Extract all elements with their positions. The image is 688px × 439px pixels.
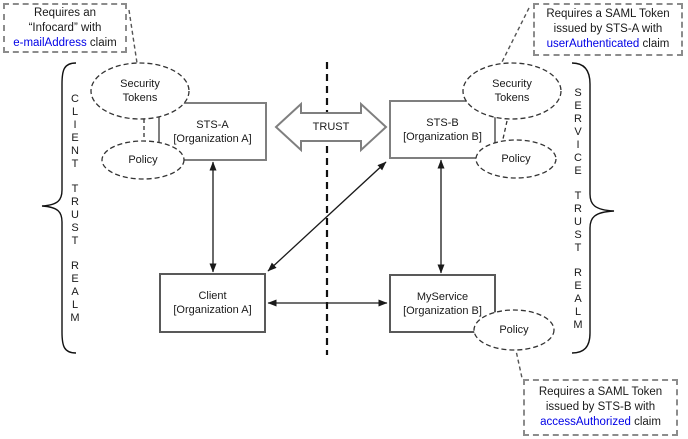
connector-tokens-policy-right [502, 120, 508, 140]
service-realm-brace [571, 62, 615, 354]
client-box [159, 273, 266, 333]
security-tokens-right-label: Security Tokens [492, 78, 532, 104]
claim-e-mailaddress: e-mailAddress [13, 36, 87, 49]
callout-infocard-line1: Requires an [33, 6, 96, 19]
myservice-org: [Organization B] [403, 304, 482, 317]
callout-saml-a-line2: issued by STS-A with [553, 23, 663, 35]
sts-a-name: STS-A [196, 118, 229, 131]
callout-tail-saml-a [501, 7, 530, 63]
claim-userauthenticated: userAuthenticated [546, 38, 640, 50]
callout-saml-b-suffix: claim [630, 416, 661, 428]
callout-saml-b-line3: accessAuthorized claim [525, 415, 676, 430]
myservice-label: MyService [Organization B] [390, 275, 495, 332]
callout-infocard: Requires an “Infocard” with e-mailAddres… [3, 3, 127, 53]
policy-sts-b-ellipse [475, 139, 557, 179]
callout-saml-b-line2: issued by STS-B with [545, 401, 656, 413]
policy-myservice-ellipse [473, 309, 555, 351]
myservice-name: MyService [416, 290, 469, 303]
client-realm-brace [41, 62, 77, 354]
trust-double-arrow [274, 101, 388, 153]
policy-sts-a-label: Policy [128, 154, 158, 166]
security-tokens-left-label: Security Tokens [120, 78, 160, 104]
callout-infocard-suffix: claim [86, 36, 117, 49]
sts-b-name: STS-B [426, 116, 459, 129]
client-org: [Organization A] [173, 304, 252, 316]
policy-myservice-label: Policy [499, 324, 529, 336]
arrow-client-stsb [267, 161, 387, 272]
security-tokens-right-ellipse [462, 62, 562, 120]
security-tokens-left-ellipse [90, 62, 190, 120]
callout-saml-a-suffix: claim [639, 38, 670, 50]
callout-saml-a-line3: userAuthenticated claim [535, 37, 681, 52]
sts-b-org: [Organization B] [403, 130, 482, 143]
trust-label: TRUST [312, 121, 350, 133]
sts-a-org: [Organization A] [173, 132, 252, 145]
claim-accessauthorized: accessAuthorized [540, 416, 631, 428]
callout-saml-a-line1: Requires a SAML Token [546, 8, 670, 20]
sts-b-label: STS-B [Organization B] [390, 101, 495, 158]
policy-sts-a-ellipse [101, 140, 185, 180]
callout-tail-saml-b [514, 345, 523, 379]
client-name: Client [198, 290, 227, 302]
callout-saml-b-line1: Requires a SAML Token [538, 386, 663, 398]
callout-tail-infocard [128, 9, 138, 64]
callout-infocard-line3: e-mailAddress claim [5, 36, 125, 51]
callout-saml-b: Requires a SAML Token issued by STS-B wi… [523, 379, 678, 436]
callout-infocard-line2: “Infocard” with [28, 21, 102, 34]
sts-a-label: STS-A [Organization A] [159, 103, 266, 160]
client-label: Client [Organization A] [160, 274, 265, 332]
policy-sts-b-label: Policy [501, 153, 531, 165]
callout-saml-a: Requires a SAML Token issued by STS-A wi… [533, 3, 683, 56]
